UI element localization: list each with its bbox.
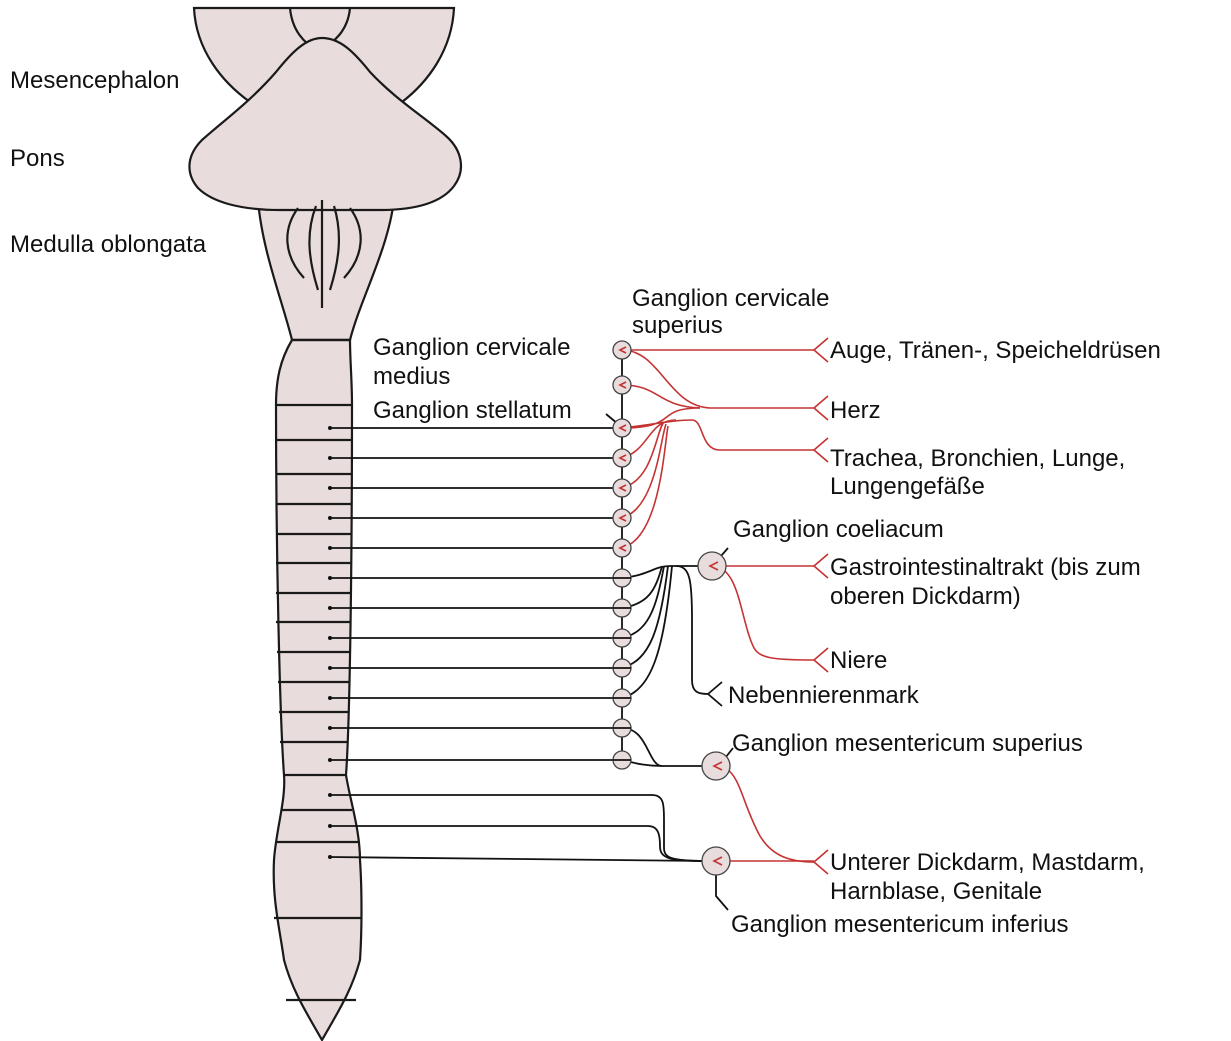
postganglionic-fibers xyxy=(622,338,828,874)
ganglion-coeliacum xyxy=(698,552,726,580)
prevertebral-ganglia xyxy=(698,552,730,875)
leader-mes-inf xyxy=(716,872,728,910)
trunk-ganglion xyxy=(613,509,631,527)
target-forks xyxy=(814,338,828,874)
label-ganglion-mesentericum-inferius: Ganglion mesentericum inferius xyxy=(731,911,1069,938)
target-dickdarm-1: Unterer Dickdarm, Mastdarm, xyxy=(830,849,1145,876)
brainstem xyxy=(189,8,461,340)
label-ganglion-cervicale-superius-2: superius xyxy=(632,312,723,339)
preganglionic-fibers xyxy=(328,350,733,910)
target-gi-2: oberen Dickdarm) xyxy=(830,583,1021,610)
target-labels: Auge, Tränen-, Speicheldrüsen Herz Trach… xyxy=(830,337,1161,905)
target-gi-1: Gastrointestinaltrakt (bis zum xyxy=(830,554,1141,581)
label-ganglion-cervicale-medius-1: Ganglion cervicale xyxy=(373,334,570,361)
fibers-to-mesenteric-superior xyxy=(622,728,710,766)
label-medulla-oblongata: Medulla oblongata xyxy=(10,231,207,258)
trunk-ganglion xyxy=(613,539,631,557)
fiber-to-adrenal-medulla xyxy=(676,566,708,694)
splanchnic-to-coeliac xyxy=(622,566,708,698)
label-ganglion-cervicale-superius-1: Ganglion cervicale xyxy=(632,285,829,312)
target-trachea-1: Trachea, Bronchien, Lunge, xyxy=(830,445,1125,472)
ganglion-cervicale-medius xyxy=(613,376,631,394)
ganglion-cervicale-superius xyxy=(613,341,631,359)
target-dickdarm-2: Harnblase, Genitale xyxy=(830,878,1042,905)
target-auge: Auge, Tränen-, Speicheldrüsen xyxy=(830,337,1161,364)
target-niere: Niere xyxy=(830,647,887,674)
lumbar-fibers-to-mesenteric-inferior xyxy=(330,795,706,861)
structure-labels: Mesencephalon Pons Medulla oblongata Gan… xyxy=(10,67,1083,938)
label-mesencephalon: Mesencephalon xyxy=(10,67,179,94)
trunk-ganglion xyxy=(613,449,631,467)
target-trachea-2: Lungengefäße xyxy=(830,473,985,500)
ganglion-stellatum xyxy=(613,419,631,437)
spinal-cord xyxy=(274,340,362,1040)
label-pons: Pons xyxy=(10,145,65,172)
label-nebennierenmark: Nebennierenmark xyxy=(728,682,920,709)
spinal-cord-shape xyxy=(274,340,362,1040)
label-ganglion-cervicale-medius-2: medius xyxy=(373,363,450,390)
ganglion-mesentericum-superius xyxy=(702,752,730,780)
target-herz: Herz xyxy=(830,397,881,424)
label-ganglion-stellatum: Ganglion stellatum xyxy=(373,397,572,424)
ganglion-mesentericum-inferius xyxy=(702,847,730,875)
adrenal-medulla-fork xyxy=(708,682,722,706)
label-ganglion-coeliacum: Ganglion coeliacum xyxy=(733,516,944,543)
cord-to-trunk-fibers xyxy=(330,428,622,760)
trunk-ganglion xyxy=(613,479,631,497)
label-ganglion-mesentericum-superius: Ganglion mesentericum superius xyxy=(732,730,1083,757)
medulla-oblongata-shape xyxy=(258,200,394,340)
